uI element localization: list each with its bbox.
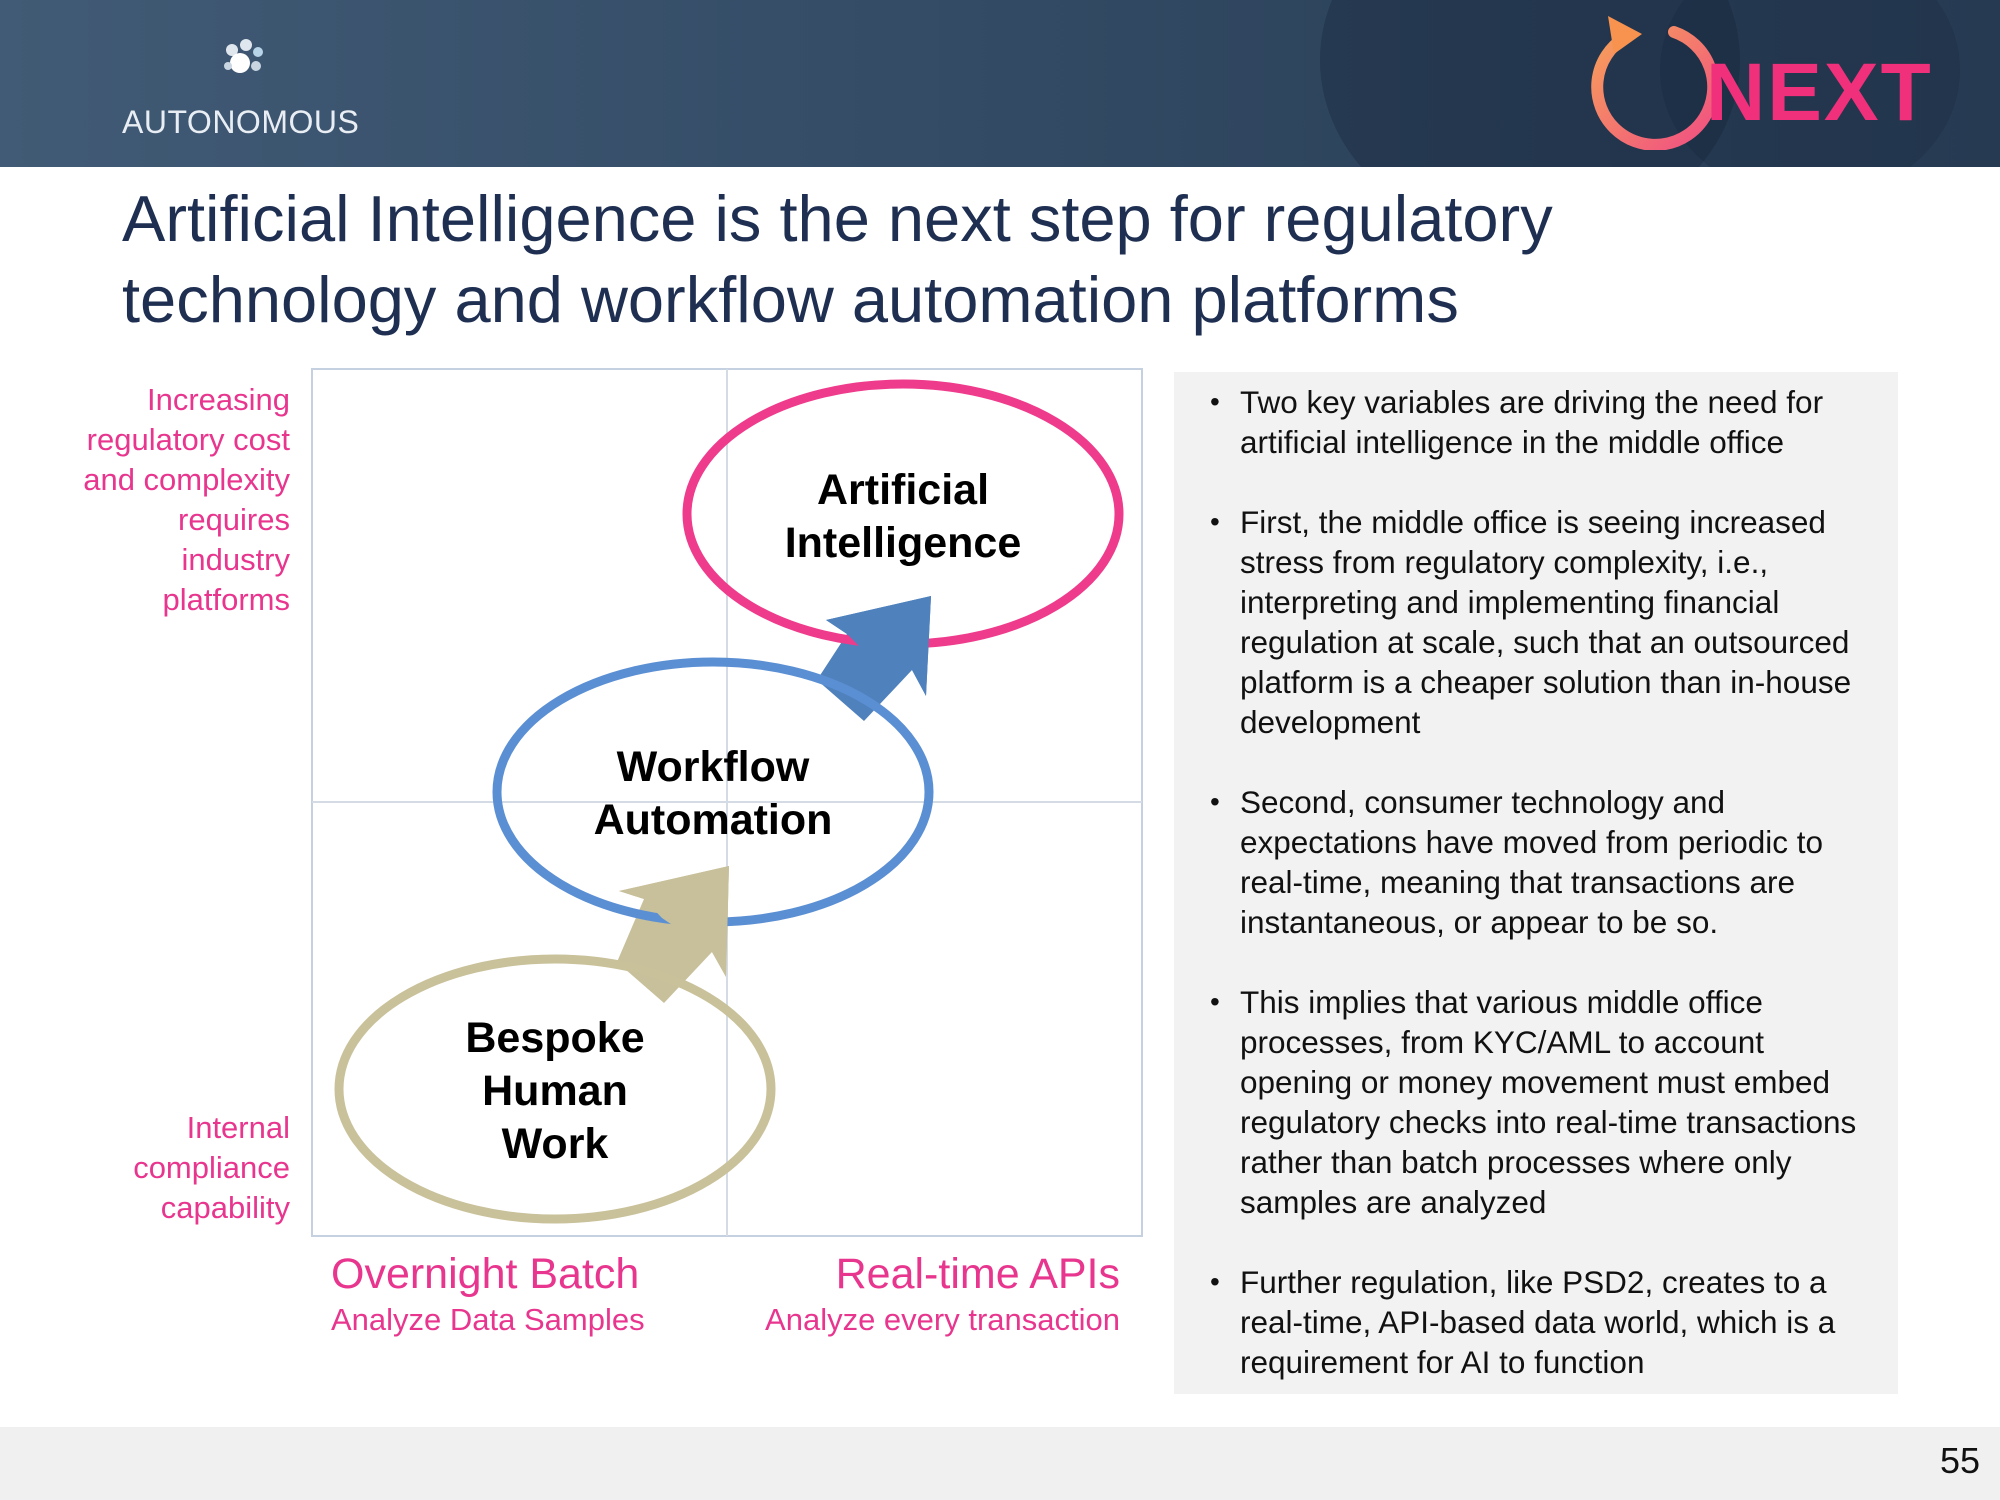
y-axis-top-line: industry (181, 542, 290, 577)
y-axis-bottom-line: Internal (186, 1110, 290, 1145)
page-title-line-2: technology and workflow automation platf… (122, 263, 1459, 336)
bullet-line: Two key variables are driving the need f… (1240, 384, 1824, 420)
bullet-line: Second, consumer technology and (1240, 784, 1726, 820)
bullet-line: artificial intelligence in the middle of… (1240, 424, 1784, 460)
bullet-item: • Second, consumer technology and expect… (1194, 782, 1884, 942)
bullet-dot-icon: • (1210, 1266, 1220, 1297)
arrow-to-workflow-tip (619, 866, 729, 977)
bullet-line: regulatory checks into real-time transac… (1240, 1104, 1857, 1140)
node-bespoke-label: Bespoke Human Work (405, 1012, 705, 1171)
autonomous-logo-text: AUTONOMOUS (122, 104, 360, 140)
y-axis-top-label: Increasing regulatory cost and complexit… (30, 380, 290, 620)
bullet-line: regulation at scale, such that an outsou… (1240, 624, 1850, 660)
x-axis-left-title: Overnight Batch (331, 1250, 640, 1298)
bespoke-ellipse (334, 954, 776, 1224)
node-ai-line: Artificial (816, 466, 990, 514)
x-axis-right-subtitle: Analyze every transaction (765, 1302, 1120, 1337)
bullet-line: requirement for AI to function (1240, 1344, 1645, 1380)
y-axis-top-line: regulatory cost (86, 422, 290, 457)
bullet-item: • First, the middle office is seeing inc… (1194, 502, 1884, 742)
bullet-line: First, the middle office is seeing incre… (1240, 504, 1826, 540)
bullet-line: Further regulation, like PSD2, creates t… (1240, 1264, 1827, 1300)
next-logo-text: NEXT (1706, 47, 1933, 138)
y-axis-top-line: requires (178, 502, 290, 537)
y-axis-top-line: Increasing (146, 382, 290, 417)
bullet-line: processes, from KYC/AML to account (1240, 1024, 1765, 1060)
header-banner: AUTONOMOUS NEXT (0, 0, 2000, 167)
node-workflow-label: Workflow Automation (563, 741, 863, 847)
bullet-line: opening or money movement must embed (1240, 1064, 1831, 1100)
y-axis-top-line: platforms (162, 582, 290, 617)
bullet-dot-icon: • (1210, 386, 1220, 417)
y-axis-top-line: and complexity (83, 462, 290, 497)
page-title-line-1: Artificial Intelligence is the next step… (122, 182, 1553, 255)
bullet-line: stress from regulatory complexity, i.e., (1240, 544, 1769, 580)
node-workflow-line: Automation (593, 796, 833, 844)
autonomous-logo-icon (224, 39, 263, 73)
node-bespoke-line: Work (501, 1120, 609, 1168)
bullet-line: instantaneous, or appear to be so. (1240, 904, 1719, 940)
bullet-line: development (1240, 704, 1421, 740)
node-bespoke-line: Bespoke (465, 1014, 645, 1062)
bullet-item: • Further regulation, like PSD2, creates… (1194, 1262, 1884, 1382)
node-bespoke-line: Human (482, 1067, 628, 1115)
y-axis-bottom-label: Internal compliance capability (50, 1108, 290, 1228)
node-ai-label: Artificial Intelligence (753, 464, 1053, 570)
bullet-dot-icon: • (1210, 506, 1220, 537)
bullet-line: interpreting and implementing financial (1240, 584, 1780, 620)
bullet-line: real-time, API-based data world, which i… (1240, 1304, 1836, 1340)
bullet-panel: • Two key variables are driving the need… (1174, 372, 1898, 1394)
bullet-line: samples are analyzed (1240, 1184, 1547, 1220)
footer-bar (0, 1427, 2000, 1500)
node-ai-line: Intelligence (784, 519, 1022, 567)
next-logo-icon (1591, 16, 1720, 150)
bullet-dot-icon: • (1210, 786, 1220, 817)
x-axis-left-subtitle: Analyze Data Samples (331, 1302, 645, 1337)
page-title: Artificial Intelligence is the next step… (122, 178, 1822, 340)
node-workflow-line: Workflow (616, 743, 810, 791)
maturity-diagram (311, 368, 1143, 1237)
bullet-item: • This implies that various middle offic… (1194, 982, 1884, 1222)
bullet-line: real-time, meaning that transactions are (1240, 864, 1796, 900)
page-number: 55 (1939, 1440, 1980, 1481)
bullet-line: This implies that various middle office (1240, 984, 1763, 1020)
x-axis-right-title: Real-time APIs (835, 1250, 1120, 1298)
bullet-line: expectations have moved from periodic to (1240, 824, 1824, 860)
bullet-item: • Two key variables are driving the need… (1194, 382, 1884, 462)
y-axis-bottom-line: compliance (133, 1150, 290, 1185)
arrow-to-ai-tip (826, 596, 931, 696)
bullet-line: platform is a cheaper solution than in-h… (1240, 664, 1852, 700)
y-axis-bottom-line: capability (160, 1190, 290, 1225)
bullet-line: rather than batch processes where only (1240, 1144, 1792, 1180)
bullet-dot-icon: • (1210, 986, 1220, 1017)
